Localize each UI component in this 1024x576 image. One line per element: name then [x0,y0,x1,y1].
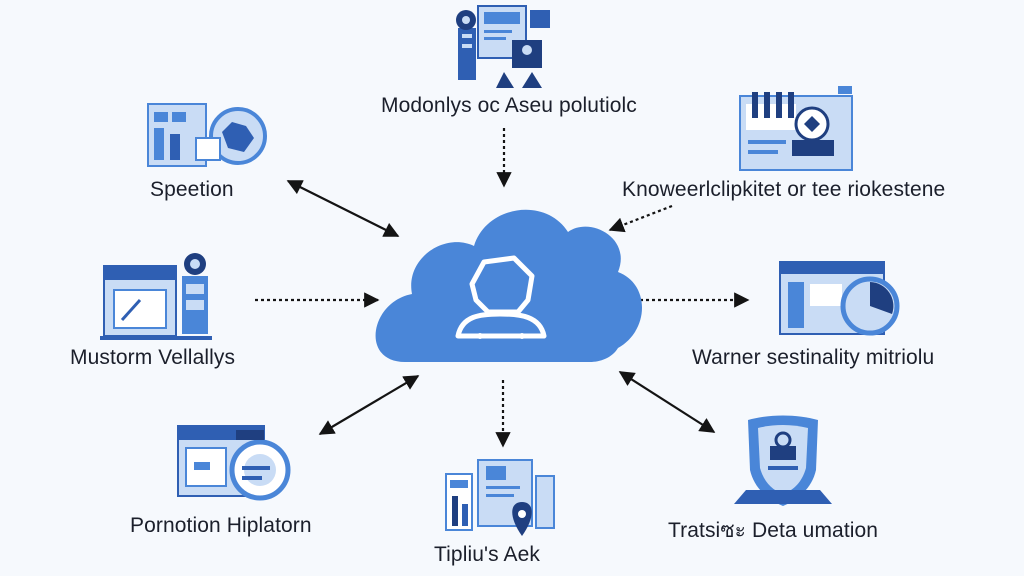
monitor-analytics-icon [147,103,267,167]
document-location-icon [445,459,555,536]
arrow-lower-right-hub [618,371,716,433]
node-label-mid-right: Warner sestinality mitriolu [692,346,935,369]
arrow-upper-right-to-hub [608,204,673,233]
node-label-mid-left: Mustorm Vellallys [70,346,236,369]
node-label-bottom: Tipliu's Aek [434,543,540,566]
node-label-lower-right: Tratsiซะ Deta umation [668,519,879,542]
node-label-upper-right: Knoweerlclipkitet or tee riokestene [622,178,946,201]
shield-security-icon [734,415,832,506]
node-label-upper-left: Speetion [150,178,234,201]
node-label-top: Modonlys oc Aseu polutiolc [381,94,637,117]
server-disk-icon [177,425,291,501]
chart-screen-icon [739,86,853,171]
arrow-upper-left-hub [286,180,400,237]
cloud-user-icon [375,209,642,362]
dashboard-device-icon [456,5,550,88]
connector-arrows [255,128,750,448]
report-pie-chart-icon [779,261,900,336]
storefront-icon [100,253,212,340]
node-label-lower-left: Pornotion Hiplatorn [130,514,312,537]
arrow-lower-left-hub [318,375,420,435]
